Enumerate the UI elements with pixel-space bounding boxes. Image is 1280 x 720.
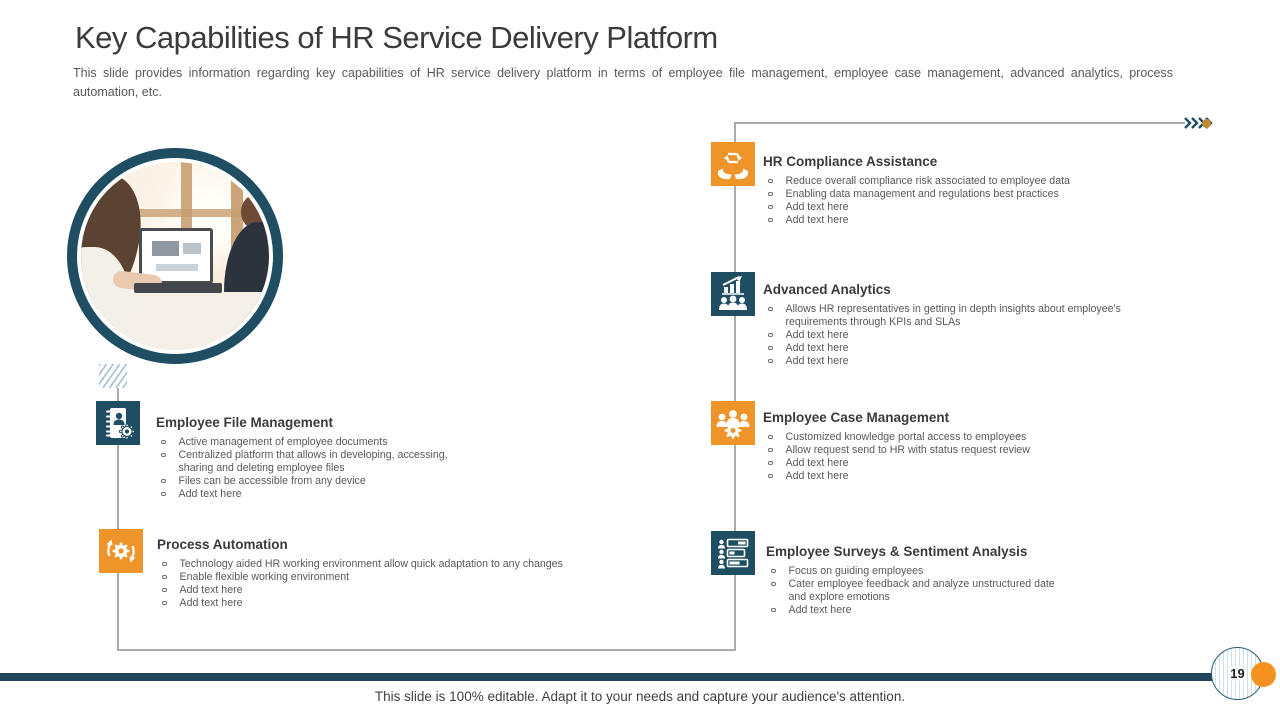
section-title: Advanced Analytics: [763, 282, 891, 297]
bullet-item: Reduce overall compliance risk associate…: [763, 175, 1173, 188]
footer-accent-bar: [0, 673, 1213, 681]
section-employee-file-management: Employee File Management Active manageme…: [96, 401, 474, 501]
section-title: Process Automation: [157, 537, 288, 552]
bullet-item: Enable flexible working environment: [157, 571, 597, 584]
bullet-item: Files can be accessible from any device: [156, 475, 474, 488]
bullet-item: Add text here: [157, 597, 597, 610]
section-title: Employee Surveys & Sentiment Analysis: [766, 544, 1028, 559]
hands-cycle-icon: [711, 142, 755, 186]
section-employee-case-management: Employee Case Management Customized know…: [711, 401, 1173, 483]
bullet-item: Add text here: [763, 355, 1165, 368]
team-gear-icon: [711, 401, 755, 445]
gear-sync-icon: [99, 529, 143, 573]
page-title: Key Capabilities of HR Service Delivery …: [75, 20, 718, 55]
section-advanced-analytics: Advanced Analytics Allows HR representat…: [711, 272, 1165, 368]
bullet-item: Centralized platform that allows in deve…: [156, 449, 474, 475]
employee-file-gear-icon: [96, 401, 140, 445]
section-title: HR Compliance Assistance: [763, 154, 938, 169]
section-employee-surveys-sentiment: Employee Surveys & Sentiment Analysis Fo…: [711, 531, 1066, 617]
bullet-item: Allow request send to HR with status req…: [763, 444, 1173, 457]
bullet-item: Add text here: [766, 604, 1066, 617]
bullet-item: Add text here: [763, 342, 1165, 355]
section-process-automation: Process Automation Technology aided HR w…: [99, 529, 597, 610]
page-orange-dot: [1251, 662, 1276, 687]
section-title: Employee Case Management: [763, 410, 950, 425]
bullet-item: Add text here: [763, 457, 1173, 470]
bullet-item: Add text here: [763, 470, 1173, 483]
bullet-item: Add text here: [763, 329, 1165, 342]
bullet-item: Add text here: [763, 201, 1173, 214]
page-number: 19: [1228, 666, 1247, 681]
footer-note: This slide is 100% editable. Adapt it to…: [374, 689, 906, 704]
bullet-item: Customized knowledge portal access to em…: [763, 431, 1173, 444]
team-photo-circle: [67, 148, 283, 364]
bullet-item: Technology aided HR working environment …: [157, 558, 597, 571]
survey-progress-icon: [711, 531, 755, 575]
bullet-item: Focus on guiding employees: [766, 565, 1066, 578]
office-laptop-photo: [81, 162, 269, 350]
slide-subtitle: This slide provides information regardin…: [73, 66, 1173, 99]
connector-top-line: [735, 122, 1185, 124]
connector-left-vertical-line: [117, 388, 119, 650]
section-title: Employee File Management: [156, 415, 334, 430]
analytics-chart-people-icon: [711, 272, 755, 316]
connector-end-dot: [1202, 119, 1211, 128]
bullet-item: Cater employee feedback and analyze unst…: [766, 578, 1066, 604]
bullet-item: Active management of employee documents: [156, 436, 474, 449]
connector-bottom-line: [117, 649, 736, 651]
bullet-item: Add text here: [763, 214, 1173, 227]
connector-right-vertical-line: [734, 122, 736, 650]
bullet-item: Enabling data management and regulations…: [763, 188, 1173, 201]
hatch-decoration: [99, 364, 127, 388]
section-hr-compliance-assistance: HR Compliance Assistance Reduce overall …: [711, 142, 1173, 227]
bullet-item: Add text here: [156, 488, 474, 501]
bullet-item: Allows HR representatives in getting in …: [763, 303, 1165, 329]
bullet-item: Add text here: [157, 584, 597, 597]
